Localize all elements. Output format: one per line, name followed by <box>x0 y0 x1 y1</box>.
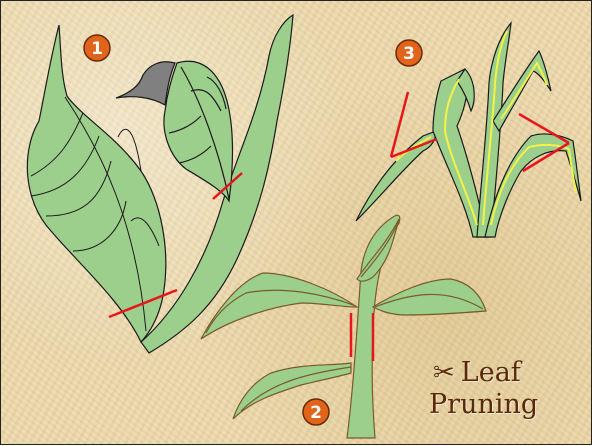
title-word-pruning: Pruning <box>429 389 538 421</box>
marker-2-badge: 2 <box>303 399 329 425</box>
marker-1-badge: 1 <box>84 35 110 61</box>
marker-1-number: 1 <box>91 39 103 59</box>
title-word-leaf: Leaf <box>461 357 521 389</box>
marker-2-number: 2 <box>310 403 322 423</box>
slide-title: ✂ Leaf Pruning <box>429 357 538 421</box>
plant-3-cut-line-left-vertical <box>391 92 408 157</box>
scissors-icon: ✂ <box>433 357 455 389</box>
marker-3-number: 3 <box>403 44 415 64</box>
plant-2-lower-leaf <box>233 363 351 419</box>
plant-2-right-leaf <box>373 279 486 315</box>
plant-3-blade-right <box>485 134 581 237</box>
title-line-1: ✂ Leaf <box>433 357 538 389</box>
plant-3-grass-plant <box>356 23 581 237</box>
marker-3-badge: 3 <box>396 40 422 66</box>
plant-1-dead-leaf-tip <box>116 62 175 105</box>
